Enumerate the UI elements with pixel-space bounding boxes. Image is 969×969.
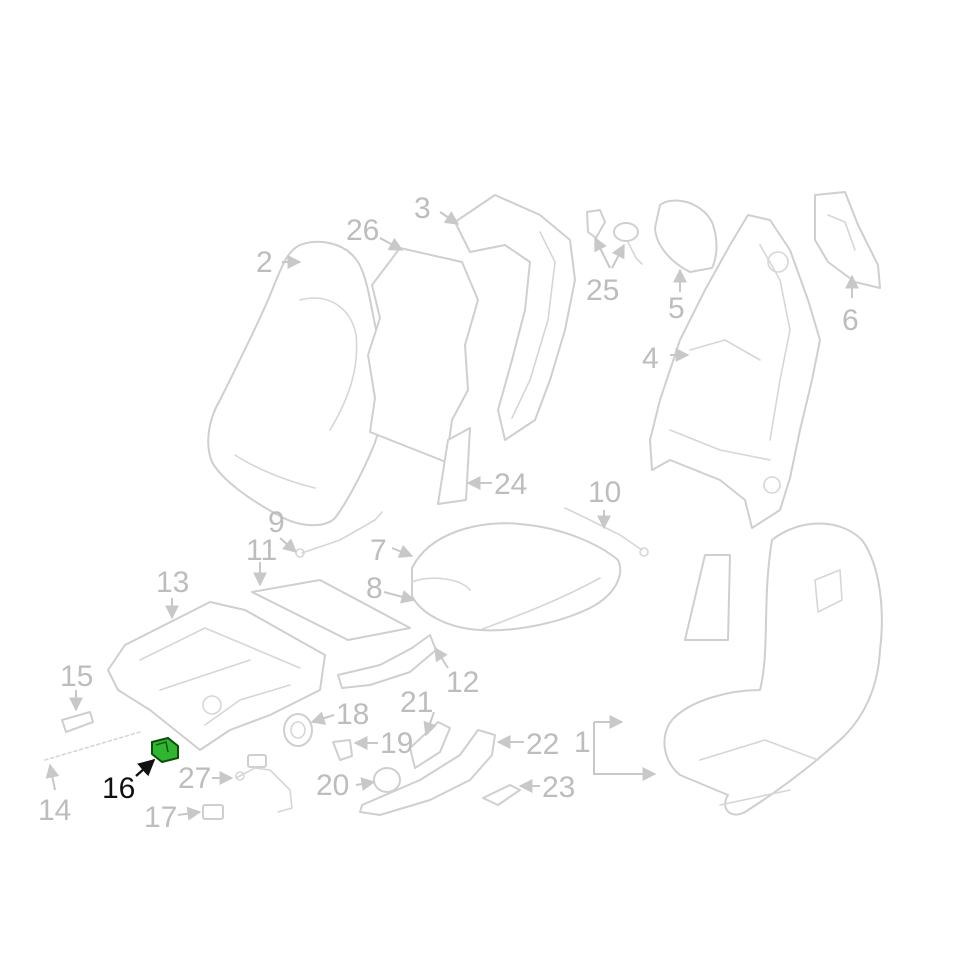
part-14-spring — [44, 731, 141, 761]
callout-13: 13 — [156, 566, 189, 599]
part-21-trim — [409, 721, 451, 769]
part-24-pad — [437, 427, 471, 505]
part-3-back-shell — [454, 194, 576, 441]
callout-19: 19 — [380, 727, 413, 760]
part-23-cover — [482, 784, 521, 806]
callout-22: 22 — [526, 728, 559, 761]
part-9-rod — [295, 511, 383, 558]
callout-21: 21 — [400, 686, 433, 719]
part-20-cap — [373, 767, 401, 793]
callout-9: 9 — [268, 506, 285, 539]
callout-18: 18 — [336, 698, 369, 731]
part-15-pin — [61, 711, 94, 733]
leader-lines — [45, 211, 859, 821]
callout-1: 1 — [574, 726, 591, 759]
part-22-side-panel — [359, 729, 496, 816]
part-19-clip — [332, 739, 353, 761]
part-6-side-trim — [814, 191, 881, 289]
part-16-highlighted[interactable] — [151, 736, 179, 764]
callout-12: 12 — [446, 666, 479, 699]
callout-7: 7 — [370, 534, 387, 567]
callout-5: 5 — [668, 292, 685, 325]
part-13-seat-track-frame — [107, 601, 326, 751]
part-17-connector — [202, 804, 224, 820]
callout-2: 2 — [256, 246, 273, 279]
callout-23: 23 — [542, 771, 575, 804]
part-12-side-cover — [337, 634, 437, 689]
callout-17: 17 — [144, 801, 177, 834]
callout-10: 10 — [588, 476, 621, 509]
part-5-headrest-panel — [654, 199, 718, 273]
callout-25: 25 — [586, 274, 619, 307]
callout-24: 24 — [494, 468, 527, 501]
callout-20: 20 — [316, 769, 349, 802]
callout-15: 15 — [60, 660, 93, 693]
callout-14: 14 — [38, 794, 71, 827]
callout-3: 3 — [414, 192, 431, 225]
callout-11: 11 — [246, 534, 277, 567]
part-11-mat — [251, 579, 411, 641]
callout-8: 8 — [366, 572, 383, 605]
callout-16: 16 — [102, 772, 135, 805]
part-7-seat-cushion — [411, 522, 622, 632]
part-26-back-panel — [367, 247, 479, 463]
part-1-complete-seat — [663, 522, 883, 816]
callout-labels: 2 26 3 25 5 4 6 24 9 10 7 11 8 13 12 15 … — [38, 192, 859, 834]
part-2-seatback-cover — [207, 240, 386, 527]
callout-26: 26 — [346, 214, 379, 247]
part-18-knob — [283, 713, 313, 747]
callout-27: 27 — [178, 762, 211, 795]
callout-4: 4 — [642, 342, 659, 375]
part-25-clip-bracket — [586, 209, 643, 265]
part-27-harness — [235, 754, 293, 813]
callout-6: 6 — [842, 304, 859, 337]
